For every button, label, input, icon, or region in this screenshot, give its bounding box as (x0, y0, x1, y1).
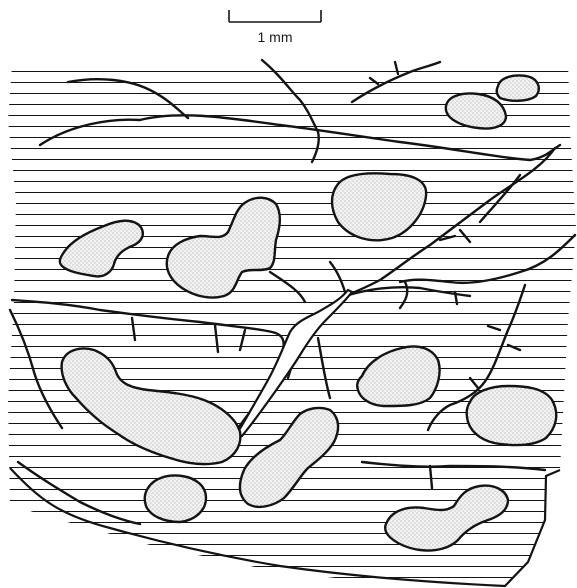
scale-bar-label: 1 mm (258, 29, 293, 45)
grain-bottom-left (145, 476, 206, 523)
grain-far-right (467, 386, 557, 445)
scale-bar: 1 mm (229, 10, 321, 45)
grain-top-right-small (497, 75, 539, 100)
